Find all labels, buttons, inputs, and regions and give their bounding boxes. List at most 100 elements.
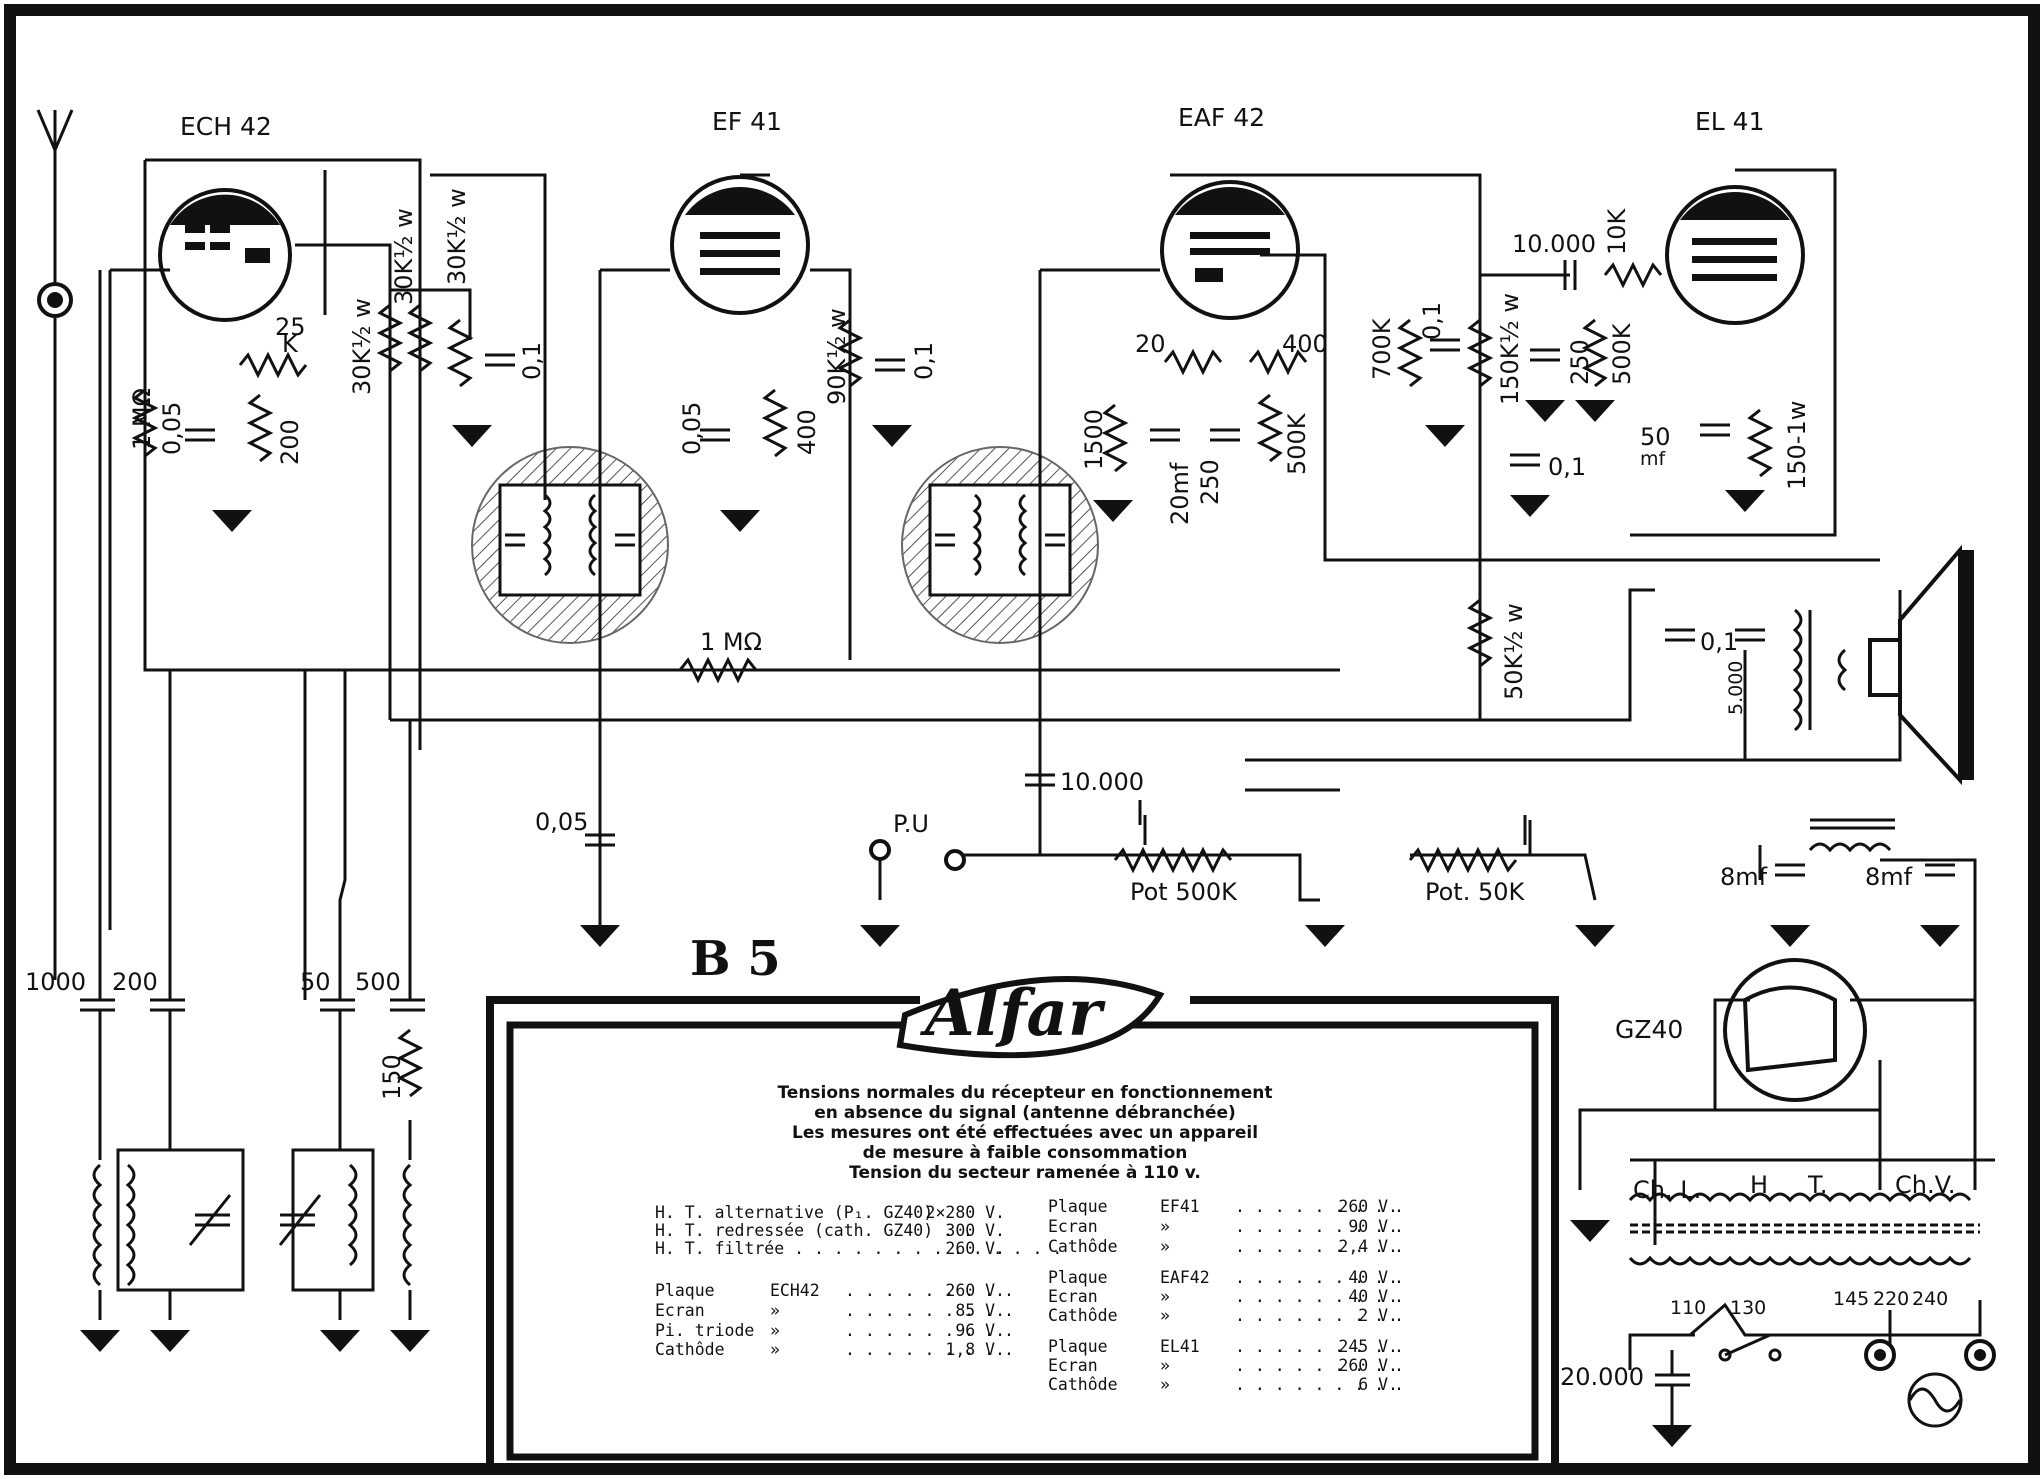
- ground-icon: [1425, 425, 1465, 447]
- label-pot-50k: Pot. 50K: [1425, 878, 1526, 906]
- table-row-value: 2 V.: [1358, 1306, 1398, 1325]
- table-row-dots: . . . . . . . . .: [1235, 1197, 1404, 1216]
- ground-icon: [1305, 925, 1345, 947]
- resistor-150k: 150K½ w: [1466, 293, 1524, 405]
- filter-choke: [1808, 818, 1895, 853]
- antenna-jack-icon: [37, 282, 73, 318]
- label-150: 150: [378, 1054, 406, 1100]
- ground-icon: [1510, 495, 1550, 517]
- table-row-label: H. T. redressée (cath. GZ40) . .: [655, 1221, 973, 1240]
- table-row-value: 2×280 V.: [926, 1203, 1005, 1222]
- table-row-label: Ecran: [1048, 1217, 1098, 1236]
- label-01-el: 0,1: [1548, 453, 1586, 481]
- table-row-label: Ecran: [655, 1301, 705, 1320]
- tube-eaf42: EAF 42: [1160, 103, 1300, 320]
- capacitor-005-bottom: 0,05: [535, 808, 615, 847]
- table-heading-1: Tensions normales du récepteur en foncti…: [777, 1083, 1272, 1103]
- resistor-30k-b: 30K½ w: [390, 208, 434, 373]
- table-row-value: 40 V.: [1348, 1287, 1398, 1306]
- label-ch-v: Ch.V.: [1895, 1171, 1956, 1199]
- table-row-dots: . . . . . . . . .: [845, 1340, 1014, 1359]
- if-transformer-1: [471, 446, 669, 644]
- table-row-dots: . . . . . . . . .: [1235, 1268, 1404, 1287]
- ground-icon: [1525, 400, 1565, 422]
- capacitor-5000: 5.000: [1725, 628, 1765, 715]
- label-01-out: 0,1: [1700, 628, 1738, 656]
- ground-icon: [150, 1330, 190, 1352]
- ground-icon: [580, 925, 620, 947]
- output-transformer: [1792, 608, 1848, 732]
- table-row-label: Cathôde: [655, 1340, 725, 1359]
- table-row-tube: »: [1160, 1217, 1170, 1236]
- resistor-200: 200: [246, 393, 304, 465]
- label-30k-c: 30K½ w: [443, 188, 471, 285]
- table-row-label: Plaque: [1048, 1268, 1108, 1287]
- label-5000: 5.000: [1725, 661, 1747, 715]
- label-tap-145: 145: [1833, 1288, 1869, 1310]
- ground-icon: [1570, 1220, 1610, 1242]
- rf-coils: [92, 270, 413, 1320]
- table-row-dots: . . . . . . . . .: [1235, 1237, 1404, 1256]
- table-row-label: Plaque: [1048, 1337, 1108, 1356]
- table-row-tube: »: [1160, 1375, 1170, 1394]
- label-pot-500k: Pot 500K: [1130, 878, 1238, 906]
- capacitor-500: 500: [355, 968, 425, 1012]
- label-400-eaf: 400: [1282, 330, 1328, 358]
- table-row-dots: . . . . . . . . .: [845, 1301, 1014, 1320]
- frame-step: [486, 996, 920, 1469]
- table-row-dots: . . . . . . . . .: [1235, 1356, 1404, 1375]
- capacitor-20000: 20.000: [1560, 1350, 1690, 1425]
- label-200: 200: [276, 419, 304, 465]
- ground-icon: [452, 425, 492, 447]
- label-pu: P.U: [893, 810, 929, 838]
- tube-ech42: ECH 42: [158, 112, 292, 322]
- label-8mf-b: 8mf: [1865, 863, 1913, 891]
- tube-ef41-label: EF 41: [712, 107, 782, 136]
- label-500k-el: 500K: [1608, 322, 1636, 385]
- resistor-400-eaf: 400: [1248, 330, 1328, 376]
- label-tap-110: 110: [1670, 1297, 1706, 1319]
- table-row-tube: »: [1160, 1306, 1170, 1325]
- ground-icon: [320, 1330, 360, 1352]
- table-row-label: H. T. alternative (P₁. GZ40): [655, 1203, 933, 1222]
- label-1500: 1500: [1080, 409, 1108, 470]
- label-250: 250: [1196, 459, 1224, 505]
- label-01-eaf: 0,1: [1418, 302, 1446, 340]
- resistor-1m-left: 1 MΩ: [128, 388, 159, 458]
- table-row-value: 1,8 V.: [945, 1340, 1005, 1359]
- table-row-value: 40 V.: [1348, 1268, 1398, 1287]
- label-8mf-a: 8mf: [1720, 863, 1768, 891]
- capacitor-10000-mid: 10.000: [1025, 768, 1144, 796]
- table-row-label: Pi. triode: [655, 1321, 754, 1340]
- table-row-dots: . . . . . . . . .: [1235, 1217, 1404, 1236]
- resistor-150-1w: 150-1w: [1746, 401, 1811, 490]
- brand-logo: Alfar: [896, 976, 1165, 1059]
- table-row-tube: »: [1160, 1356, 1170, 1375]
- ground-icon: [1725, 490, 1765, 512]
- label-01-ech: 0,1: [518, 342, 546, 380]
- model-label: B 5: [690, 931, 781, 987]
- resistor-700k: 700K: [1368, 317, 1424, 388]
- table-row-value: 6 V.: [1358, 1375, 1398, 1394]
- tube-ech42-label: ECH 42: [180, 112, 272, 141]
- ground-icon: [860, 925, 900, 947]
- table-row-tube: EAF42: [1160, 1268, 1210, 1287]
- capacitor-50: 50: [300, 968, 355, 1012]
- table-row-tube: »: [770, 1301, 780, 1320]
- label-005-ech: 0,05: [158, 402, 186, 455]
- table-row-value: 85 V.: [955, 1301, 1005, 1320]
- table-heading-3: Les mesures ont été effectuées avec un a…: [792, 1123, 1258, 1143]
- label-01-ef: 0,1: [910, 342, 938, 380]
- label-10000-mid: 10.000: [1060, 768, 1144, 796]
- ground-icon: [720, 510, 760, 532]
- table-row-tube: »: [770, 1340, 780, 1359]
- capacitor-50mf: 50 mf: [1640, 423, 1730, 470]
- label-005-bottom: 0,05: [535, 808, 588, 836]
- resistor-20: 20: [1135, 330, 1223, 376]
- label-h: H: [1750, 1171, 1768, 1199]
- resistor-150: 150: [378, 1028, 424, 1100]
- table-row-label: Cathôde: [1048, 1375, 1118, 1394]
- table-row-value: 90 V.: [1348, 1217, 1398, 1236]
- pickup-jack-icon: P.U: [869, 810, 929, 861]
